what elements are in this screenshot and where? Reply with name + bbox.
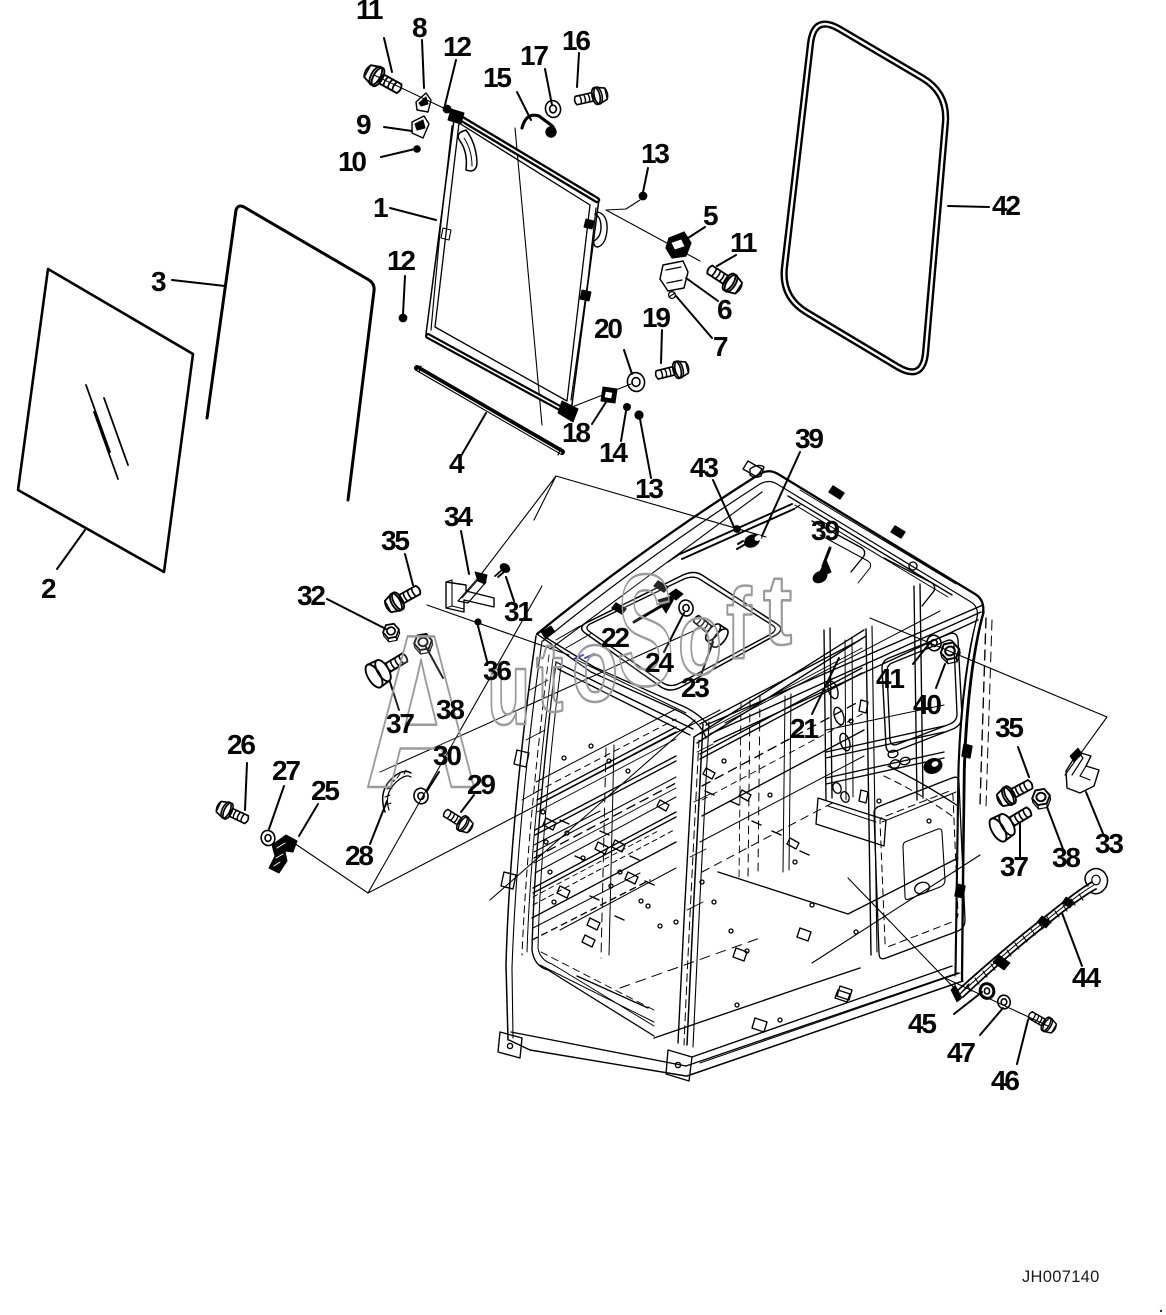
svg-text:46: 46	[991, 1065, 1019, 1096]
svg-text:t: t	[763, 553, 792, 665]
svg-text:o: o	[572, 608, 618, 724]
svg-text:1: 1	[373, 192, 388, 223]
svg-text:24: 24	[645, 647, 674, 678]
svg-text:A: A	[364, 590, 478, 834]
svg-text:33: 33	[1095, 828, 1123, 859]
svg-text:34: 34	[444, 501, 473, 532]
svg-text:9: 9	[356, 109, 371, 140]
svg-text:45: 45	[908, 1008, 936, 1039]
svg-text:43: 43	[690, 452, 718, 483]
svg-text:38: 38	[436, 694, 464, 725]
svg-text:37: 37	[386, 708, 414, 739]
svg-text:12: 12	[387, 245, 415, 276]
svg-text:23: 23	[681, 672, 709, 703]
svg-text:26: 26	[227, 729, 255, 760]
svg-text:39: 39	[811, 515, 839, 546]
svg-text:3: 3	[151, 266, 166, 297]
svg-text:35: 35	[995, 712, 1023, 743]
svg-text:16: 16	[562, 25, 590, 56]
svg-text:31: 31	[504, 596, 532, 627]
svg-text:41: 41	[876, 663, 904, 694]
svg-text:27: 27	[272, 755, 300, 786]
svg-text:11: 11	[730, 227, 757, 258]
svg-text:21: 21	[790, 713, 818, 744]
svg-text:42: 42	[992, 190, 1020, 221]
svg-text:11: 11	[356, 0, 383, 25]
svg-text:14: 14	[599, 437, 628, 468]
svg-text:6: 6	[717, 294, 732, 325]
svg-text:f: f	[726, 567, 752, 679]
svg-text:19: 19	[642, 302, 670, 333]
svg-text:12: 12	[443, 31, 471, 62]
svg-text:35: 35	[381, 525, 409, 556]
svg-text:5: 5	[703, 200, 718, 231]
svg-text:30: 30	[433, 740, 461, 771]
svg-text:44: 44	[1072, 962, 1101, 993]
svg-text:39: 39	[795, 423, 823, 454]
svg-text:18: 18	[562, 417, 590, 448]
svg-text:t: t	[536, 621, 563, 732]
svg-text:8: 8	[412, 12, 427, 43]
svg-text:25: 25	[311, 775, 339, 806]
svg-text:32: 32	[297, 580, 325, 611]
svg-text:17: 17	[520, 40, 548, 71]
svg-text:15: 15	[483, 62, 511, 93]
svg-text:29: 29	[467, 769, 495, 800]
svg-text:47: 47	[947, 1037, 975, 1068]
svg-text:S: S	[617, 542, 674, 720]
svg-text:20: 20	[594, 313, 622, 344]
svg-text:o: o	[678, 580, 722, 696]
svg-text:13: 13	[635, 473, 663, 504]
svg-text:36: 36	[483, 655, 511, 686]
svg-text:28: 28	[345, 840, 373, 871]
svg-text:7: 7	[713, 331, 728, 362]
svg-text:13: 13	[641, 138, 669, 169]
svg-text:u: u	[487, 629, 530, 746]
svg-text:37: 37	[1000, 851, 1028, 882]
svg-text:JH007140: JH007140	[1022, 1268, 1100, 1286]
svg-text:22: 22	[601, 622, 629, 653]
svg-text:40: 40	[913, 689, 941, 720]
svg-text:38: 38	[1052, 842, 1080, 873]
svg-text:10: 10	[338, 146, 366, 177]
svg-text:2: 2	[41, 573, 56, 604]
